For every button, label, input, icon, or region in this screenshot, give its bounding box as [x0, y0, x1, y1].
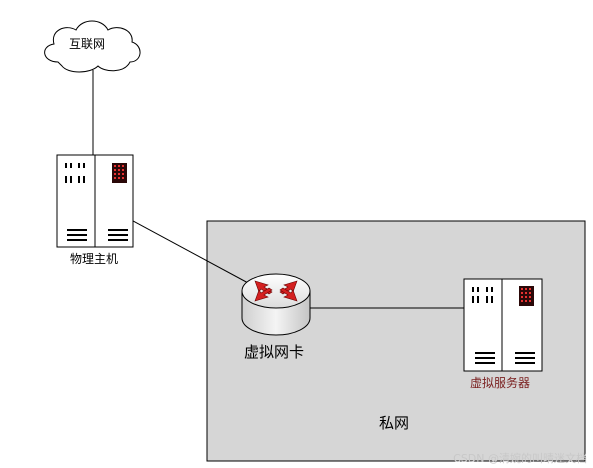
- cloud-icon: [44, 20, 141, 73]
- virtual-server-label: 虚拟服务器: [470, 376, 531, 390]
- watermark: CSDN @清婉的叫晴迷文档: [453, 452, 587, 465]
- router-icon: [241, 273, 311, 336]
- physical-host-server-icon: [56, 154, 134, 248]
- internet-label: 互联网: [69, 37, 106, 51]
- virtual-nic-label: 虚拟网卡: [244, 343, 305, 361]
- private-network-label: 私网: [379, 414, 410, 432]
- virtual-server-icon: [463, 278, 543, 372]
- physical-host-label: 物理主机: [70, 252, 119, 266]
